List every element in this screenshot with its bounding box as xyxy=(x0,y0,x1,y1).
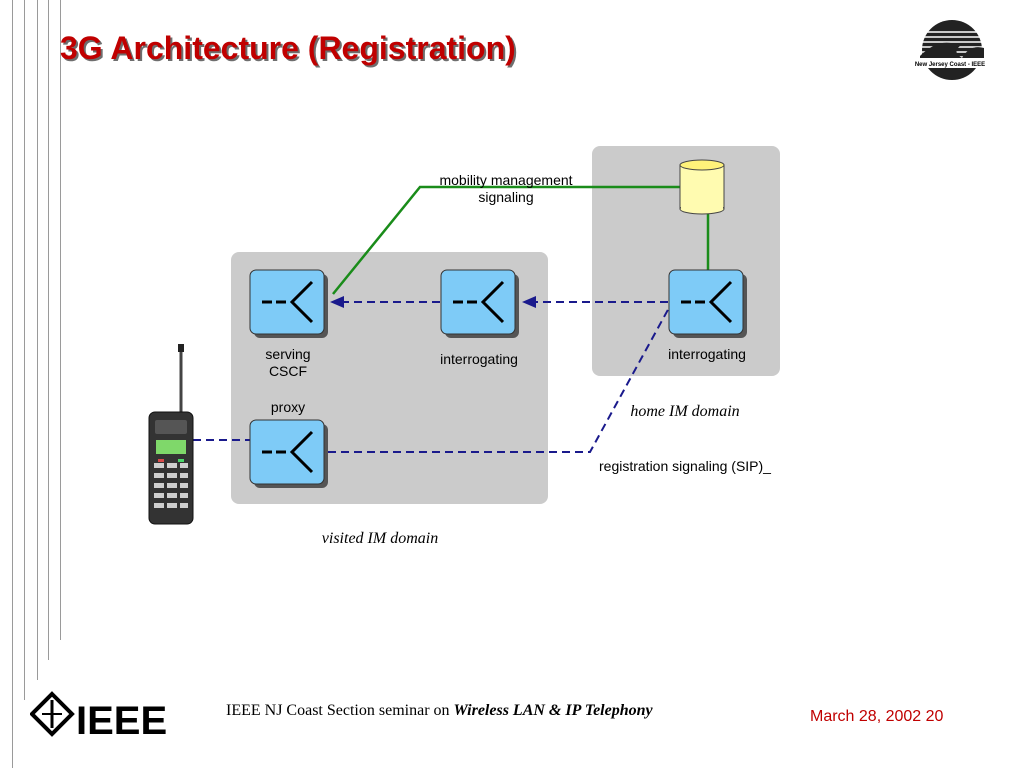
left-rule-4 xyxy=(48,0,49,660)
serving-cscf-text: serving CSCF xyxy=(265,346,311,379)
footer-prefix: IEEE NJ Coast Section seminar on xyxy=(226,702,454,719)
footer-date: March 28, 2002 20 xyxy=(810,708,943,726)
mobility-signaling-text: mobility management signaling xyxy=(439,172,573,205)
serving-cscf-node xyxy=(249,269,328,338)
footer-date-text: March 28, 2002 xyxy=(810,708,922,725)
proxy-cscf-node xyxy=(249,419,328,488)
mobile-phone-icon xyxy=(148,344,194,525)
ieee-diamond-icon: IEEE xyxy=(29,691,167,743)
page-number: 20 xyxy=(925,708,944,725)
mobility-signaling-line xyxy=(332,185,683,295)
arrowhead-serving xyxy=(330,296,344,308)
interrogating-visited-label: interrogating xyxy=(440,351,518,367)
left-rule-3 xyxy=(37,0,38,680)
database-icon xyxy=(679,159,725,215)
registration-signaling-label: registration signaling (SIP)_ xyxy=(599,458,771,474)
arrowhead-interrogating xyxy=(522,296,536,308)
mobility-signaling-label: mobility management signaling xyxy=(424,172,588,206)
footer-text: IEEE NJ Coast Section seminar on Wireles… xyxy=(226,702,653,720)
sip-registration-line xyxy=(328,305,671,453)
nj-coast-logo: New Jersey Coast - IEEE xyxy=(900,14,1000,84)
logo-caption: New Jersey Coast - IEEE xyxy=(914,62,986,68)
ieee-logo-text: IEEE xyxy=(76,699,167,743)
interrogating-cscf-home-node xyxy=(668,269,747,338)
home-domain-label: home IM domain xyxy=(630,403,740,420)
left-rule-2 xyxy=(24,0,25,700)
left-rule-1 xyxy=(12,0,13,768)
footer-emphasis: Wireless LAN & IP Telephony xyxy=(453,702,653,719)
visited-domain-label: visited IM domain xyxy=(321,530,439,547)
left-rule-5 xyxy=(60,0,61,640)
serving-cscf-label: serving CSCF xyxy=(238,346,338,380)
interrogating-cscf-visited-node xyxy=(440,269,519,338)
wave-circle-logo-icon xyxy=(900,20,1000,80)
proxy-label: proxy xyxy=(270,399,306,415)
interrogating-home-label: interrogating xyxy=(668,346,746,362)
slide-title: 3G Architecture (Registration) xyxy=(60,30,516,66)
ieee-logo: IEEE xyxy=(29,690,170,746)
